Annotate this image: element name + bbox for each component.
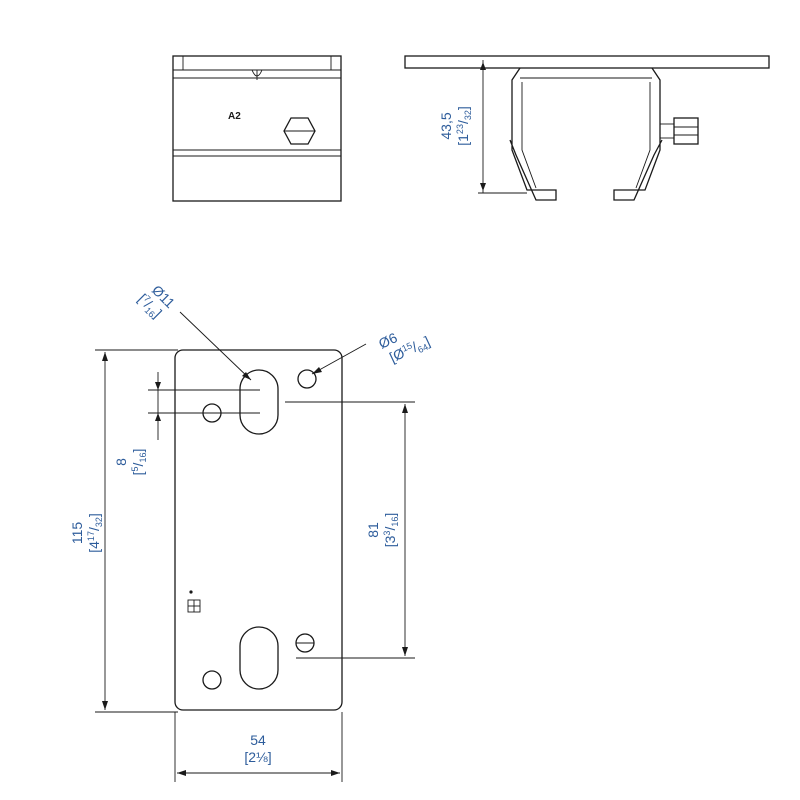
leader-hole-small xyxy=(311,343,367,375)
leader-hole-large xyxy=(179,311,252,381)
dim-offset: 8 [5/16] xyxy=(113,449,148,476)
svg-text:115: 115 xyxy=(69,522,85,545)
dim-height-side: 43,5 [123/32] xyxy=(438,106,473,146)
side-bolt-head-icon xyxy=(673,117,699,145)
svg-text:Ø6: Ø6 xyxy=(376,329,400,351)
svg-text:43,5: 43,5 xyxy=(438,112,454,139)
svg-text:[33/16]: [33/16] xyxy=(382,513,400,548)
lower-left-hole xyxy=(202,670,222,690)
svg-text:[123/32]: [123/32] xyxy=(455,106,473,146)
upper-right-hole xyxy=(297,369,317,389)
marking-icon xyxy=(187,590,201,613)
svg-text:81: 81 xyxy=(365,522,381,538)
side-view-profile-right xyxy=(613,67,663,201)
lower-slot xyxy=(239,626,279,690)
side-bolt-shank xyxy=(659,123,675,139)
svg-text:[5/16]: [5/16] xyxy=(130,449,148,476)
front-view-outline xyxy=(172,55,342,202)
dim-total-height: 115 [417/32] xyxy=(69,513,104,553)
side-view: 43,5 [123/32] xyxy=(404,55,770,201)
plan-view: 115 [417/32] 8 [5/16] 81 [33/16] 54 xyxy=(69,282,433,782)
plate-outline xyxy=(174,349,343,711)
side-view-profile-left xyxy=(509,67,557,201)
dim-hole-spacing: 81 [33/16] xyxy=(365,513,400,548)
side-view-plate xyxy=(404,55,770,69)
dim-hole-large: Ø11 [7/16] xyxy=(134,282,179,322)
dim-hole-small: Ø6 [Ø15/64] xyxy=(376,329,433,367)
part-label: A2 xyxy=(228,111,241,122)
dim-width: 54 [2⅛] xyxy=(244,732,271,765)
upper-slot xyxy=(239,369,279,435)
front-view: A2 xyxy=(172,55,342,202)
svg-text:54: 54 xyxy=(250,732,266,748)
svg-text:8: 8 xyxy=(113,458,129,466)
svg-text:[2⅛]: [2⅛] xyxy=(244,749,271,765)
svg-text:[417/32]: [417/32] xyxy=(86,513,104,553)
